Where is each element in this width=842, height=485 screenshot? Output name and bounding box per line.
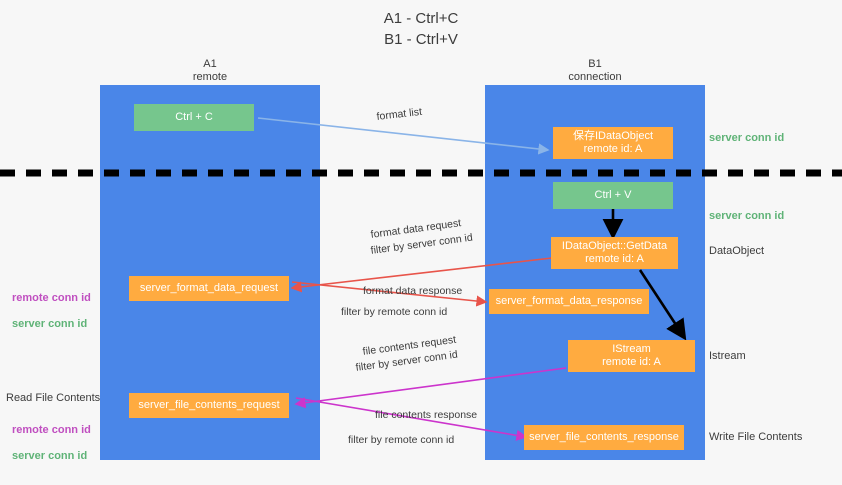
annotation-conn-ids-low: remote conn id server conn id bbox=[12, 411, 91, 476]
box-istream[interactable]: IStream remote id: A bbox=[568, 340, 695, 372]
annotation-remote-conn-id: remote conn id bbox=[12, 424, 91, 436]
filter-value-remote-conn-id: remote conn id bbox=[384, 434, 455, 446]
box-store-idataobject[interactable]: 保存IDataObject remote id: A bbox=[553, 127, 673, 159]
label-format-data-response-filter: filter by remote conn id bbox=[341, 306, 447, 319]
annotation-server-conn-id-mid: server conn id bbox=[709, 210, 785, 222]
filter-prefix: filter by bbox=[348, 434, 385, 446]
annotation-conn-ids-mid: remote conn id server conn id bbox=[12, 279, 91, 344]
label-file-contents-response-filter: filter by remote conn id bbox=[348, 434, 454, 447]
annotation-write-file-contents: Write File Contents bbox=[709, 431, 803, 443]
lane-header-b1: B1 connection bbox=[568, 58, 622, 83]
annotation-remote-conn-id: remote conn id bbox=[12, 292, 91, 304]
annotation-server-conn-id: server conn id bbox=[12, 318, 88, 330]
filter-prefix: filter by bbox=[355, 357, 394, 374]
label-file-contents-response: file contents response bbox=[375, 409, 478, 421]
label-format-list: format list bbox=[376, 105, 423, 123]
box-ctrl-v[interactable]: Ctrl + V bbox=[553, 182, 673, 209]
box-server-file-contents-response[interactable]: server_file_contents_response bbox=[524, 425, 684, 450]
box-ctrl-c[interactable]: Ctrl + C bbox=[134, 104, 254, 131]
annotation-server-conn-id-top: server conn id bbox=[709, 132, 785, 144]
annotation-server-conn-id: server conn id bbox=[12, 450, 88, 462]
annotation-istream: Istream bbox=[709, 350, 746, 362]
box-server-file-contents-request[interactable]: server_file_contents_request bbox=[129, 393, 289, 418]
box-server-format-data-request[interactable]: server_format_data_request bbox=[129, 276, 289, 301]
filter-value-remote-conn-id: remote conn id bbox=[377, 306, 448, 318]
annotation-dataobject: DataObject bbox=[709, 245, 765, 257]
filter-prefix: filter by bbox=[341, 306, 378, 318]
box-idataobject-getdata[interactable]: IDataObject::GetData remote id: A bbox=[551, 237, 678, 269]
box-server-format-data-response[interactable]: server_format_data_response bbox=[489, 289, 649, 314]
annotation-read-file-contents: Read File Contents bbox=[6, 392, 101, 404]
lane-header-a1: A1 remote bbox=[192, 58, 228, 83]
page-title: A1 - Ctrl+C B1 - Ctrl+V bbox=[383, 10, 459, 48]
filter-prefix: filter by bbox=[370, 240, 409, 257]
label-format-data-response: format data response bbox=[363, 285, 463, 297]
